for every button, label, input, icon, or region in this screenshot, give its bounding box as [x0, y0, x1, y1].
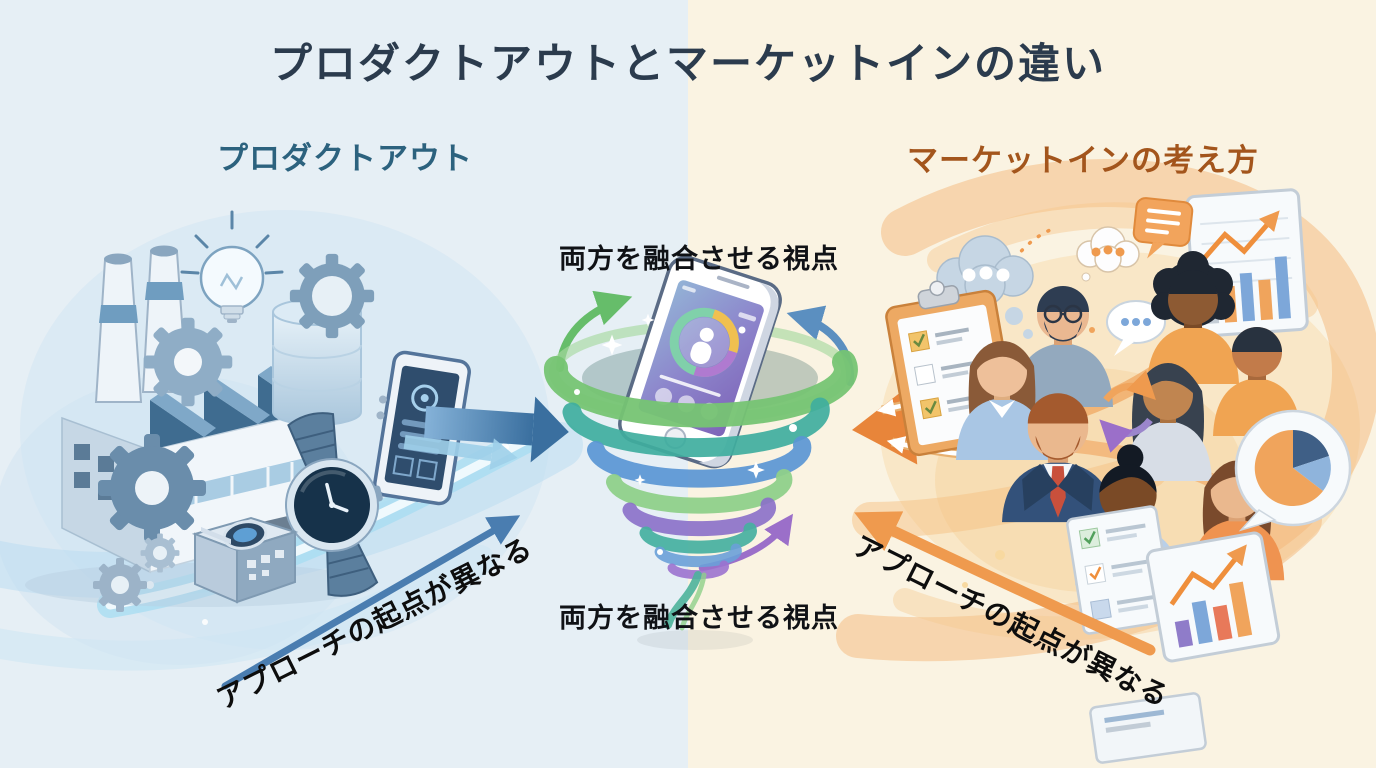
market-in-illustration: [836, 159, 1376, 764]
trend-arrow-icon: [1200, 210, 1280, 262]
person-brown-hair-woman: [956, 341, 1048, 460]
flow-arrow-small-icon: [403, 434, 518, 471]
cycle-arrows-icon: [1099, 370, 1156, 453]
product-out-illustration: [0, 210, 583, 690]
bar-chart-icon: [1145, 531, 1281, 663]
fusion-label-top: 両方を融合させる視点: [559, 244, 839, 275]
trend-arrow-icon: [1169, 544, 1247, 606]
tornado-icon: [543, 255, 858, 631]
camera-device-icon: [191, 516, 299, 604]
sparkle-icon: [574, 313, 797, 555]
market-in-header: マーケットインの考え方: [907, 143, 1259, 179]
dashed-arc: [1006, 226, 1057, 270]
pie-chart-icon: [1234, 409, 1352, 532]
checklist-panel-icon: [1066, 505, 1174, 635]
speech-bubble-icon: [1106, 300, 1166, 356]
person-suit-man: [1002, 393, 1114, 523]
smartphone-icon: [373, 350, 471, 506]
fusion-label-bottom: 両方を融合させる視点: [559, 603, 839, 634]
page-title: プロダクトアウトとマーケットインの違い: [269, 39, 1107, 88]
product-out-header: プロダクトアウト: [217, 141, 473, 177]
person-afro-woman: [1147, 251, 1239, 384]
person-orange-shirt-man: [1213, 327, 1301, 436]
gear-icon: [93, 253, 375, 612]
fusion-illustration: [543, 255, 858, 650]
laptop-icon: [1089, 692, 1207, 764]
lightbulb-icon: [180, 210, 284, 323]
person-glasses-man: [1013, 286, 1113, 407]
flow-arrow-right-icon: [424, 396, 569, 463]
diagonal-arrow-icon: [854, 511, 1156, 656]
blue-swoosh-lower: [0, 545, 495, 671]
thought-bubble-icon: [1076, 226, 1140, 282]
tornado-shadow: [637, 630, 753, 650]
smartwatch-icon: [285, 412, 383, 597]
speech-bubble-icon: [1132, 197, 1194, 259]
diagonal-arrow-icon: [221, 515, 521, 690]
